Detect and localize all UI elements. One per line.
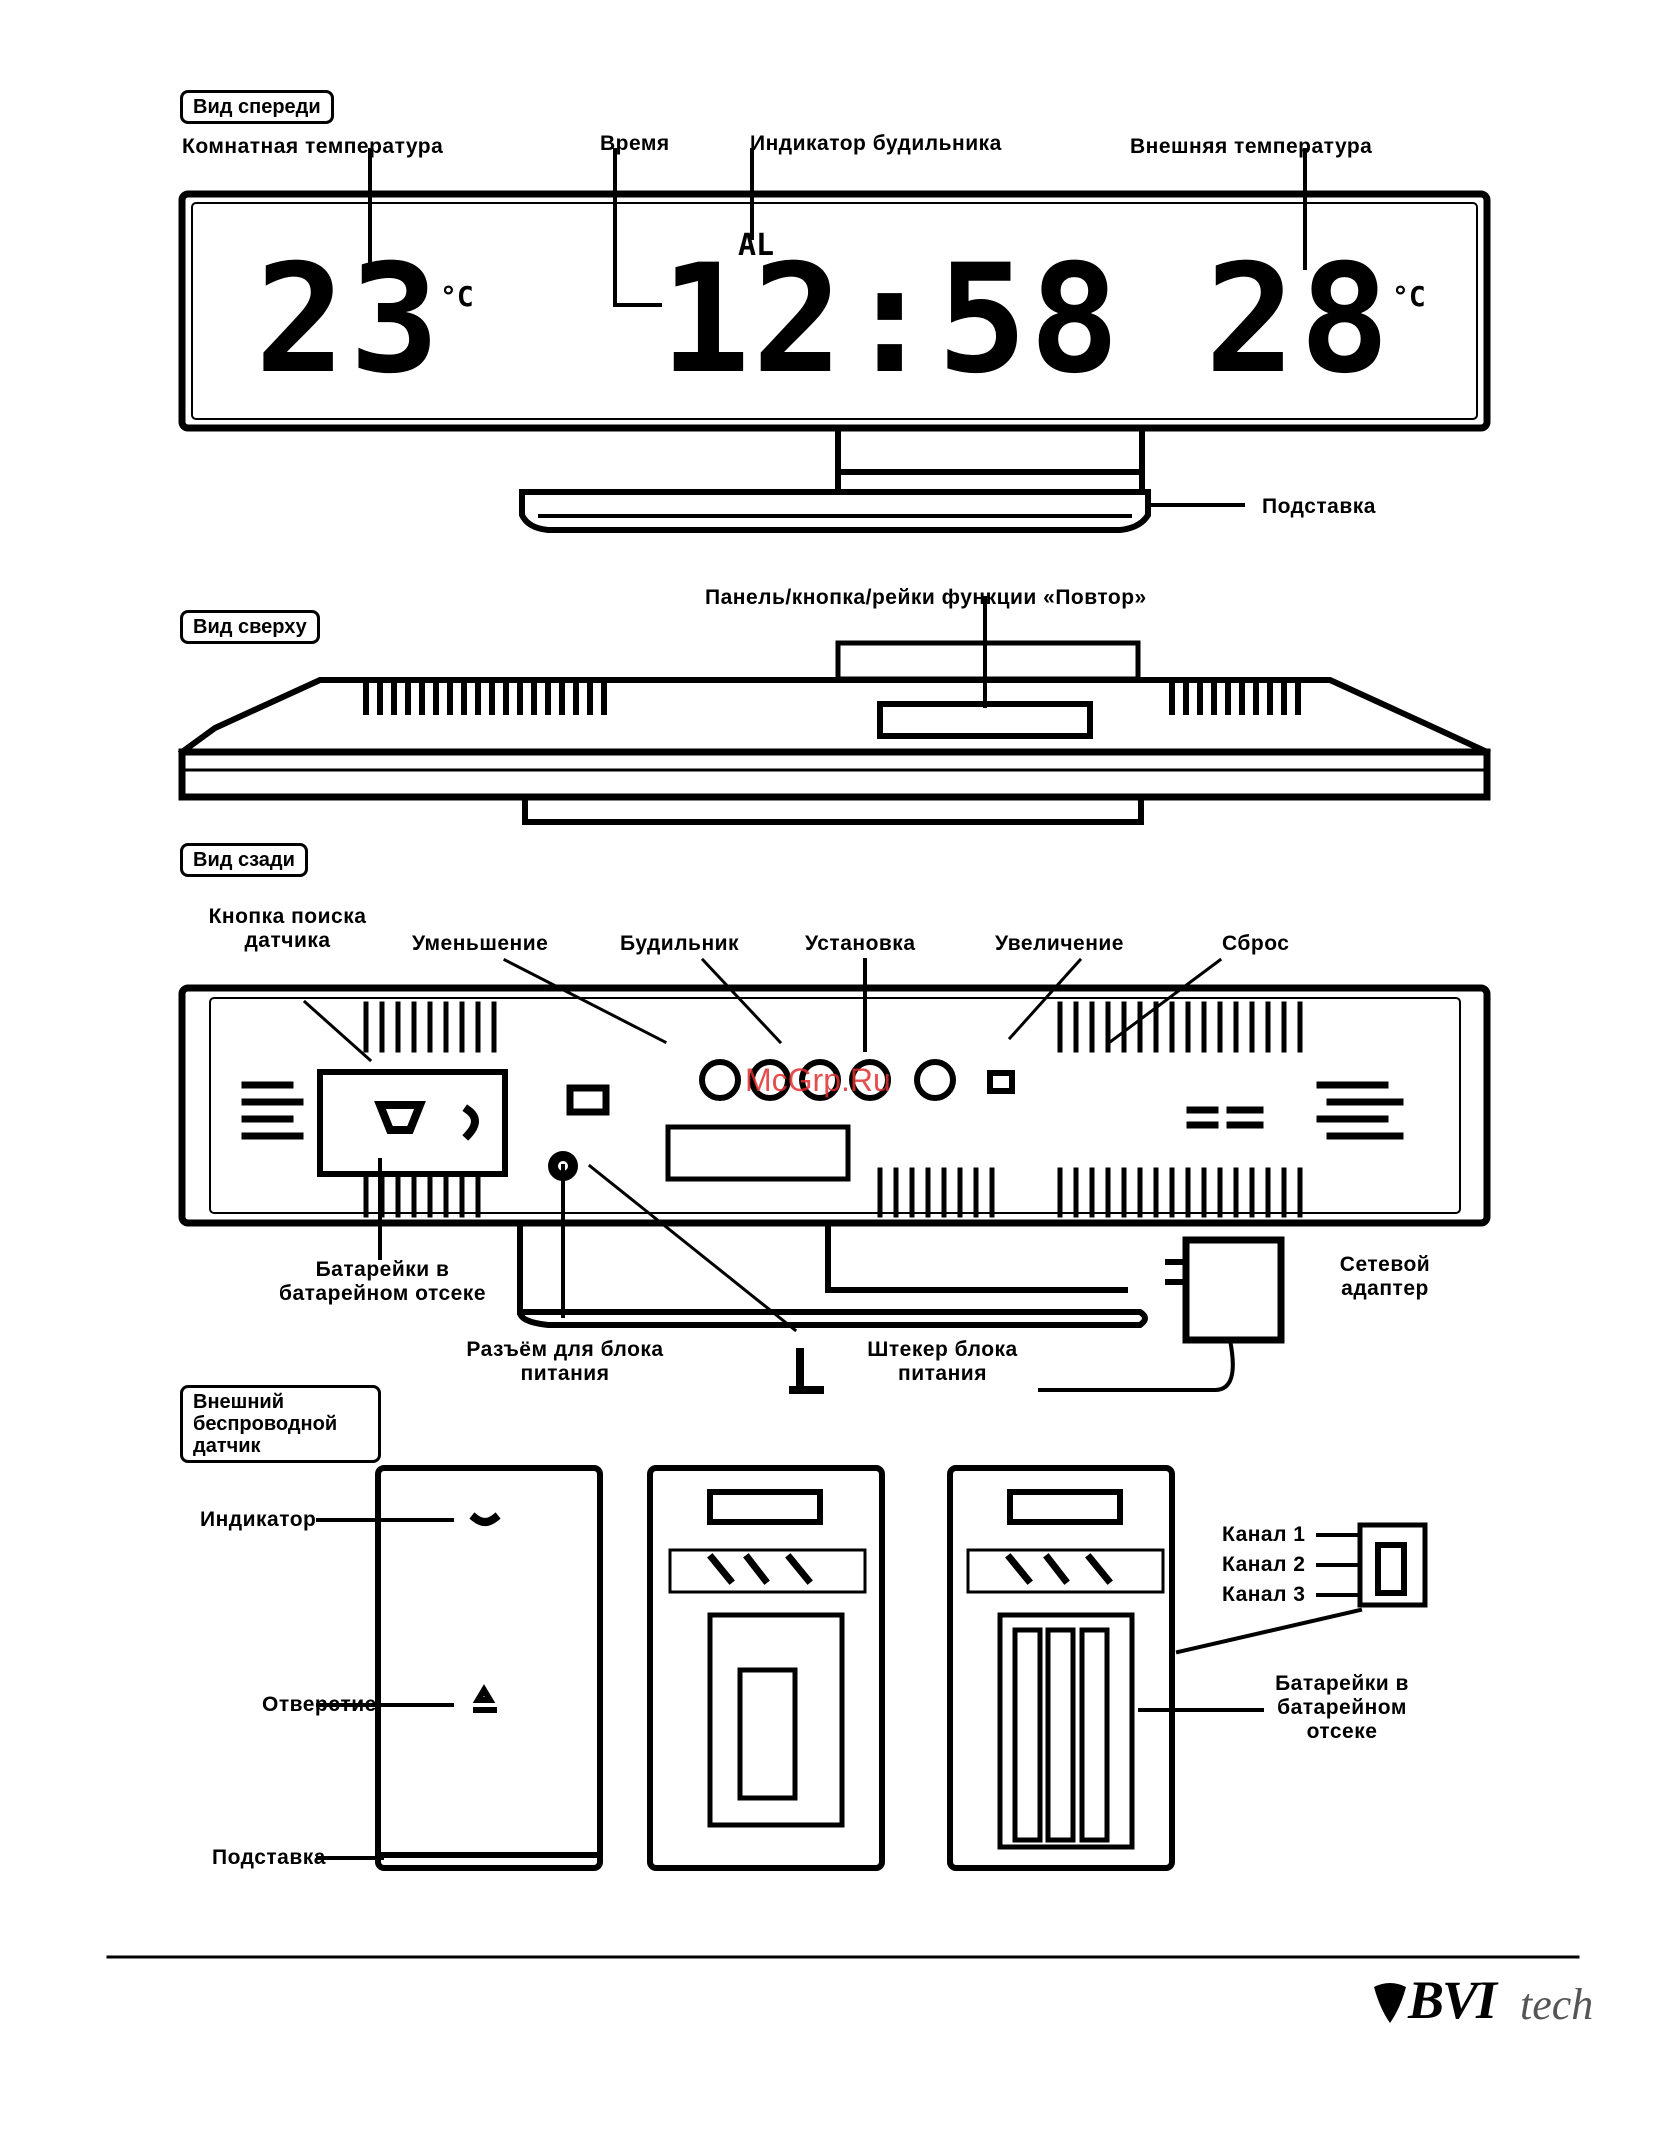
back-body (178, 984, 1491, 1227)
indoor-temp-value: 23 (255, 233, 444, 407)
label-battery-back: Батарейки в батарейном отсеке (279, 1258, 486, 1305)
logo-main-text: BVI (1408, 1970, 1497, 2030)
clock-time-value: 12:58 (660, 233, 1122, 407)
section-tag-front: Вид спереди (180, 90, 334, 124)
power-adapter (1182, 1236, 1285, 1344)
label-adapter: Сетевой адаптер (1339, 1253, 1431, 1300)
label-snooze: Панель/кнопка/рейки функции «Повтор» (705, 586, 1147, 609)
section-tag-back: Вид сзади (180, 843, 308, 877)
label-outdoor-temp: Внешняя температура (1130, 135, 1373, 158)
label-alarm-indicator: Индикатор будильника (750, 132, 1002, 155)
label-channel-2: Канал 2 (1222, 1553, 1306, 1576)
logo-sub-text: tech (1520, 1980, 1594, 2029)
front-stand-base (519, 489, 1151, 533)
front-display-body (178, 190, 1491, 432)
outdoor-temp-value: 28 (1205, 233, 1394, 407)
section-tag-top: Вид сверху (180, 610, 320, 644)
label-stand: Подставка (1262, 495, 1376, 518)
label-power-socket: Разъём для блока питания (466, 1338, 664, 1385)
label-channel-3: Канал 3 (1222, 1583, 1306, 1606)
label-adapter-plug: Штекер блока питания (867, 1338, 1018, 1385)
top-snooze-bar (877, 701, 1093, 739)
watermark: McGrp.Ru (745, 1062, 891, 1098)
label-time: Время (600, 132, 670, 155)
top-body (177, 677, 1491, 757)
indoor-temp-unit: °C (440, 280, 474, 313)
label-sensor-hole: Отверстие (262, 1693, 377, 1716)
label-minus: Уменьшение (412, 932, 549, 955)
label-alarm-button: Будильник (620, 932, 740, 955)
label-plus: Увеличение (995, 932, 1124, 955)
label-reset: Сброс (1222, 932, 1290, 955)
label-channel-1: Канал 1 (1222, 1523, 1306, 1546)
label-settings: Установка (805, 932, 916, 955)
label-sensor-indicator: Индикатор (200, 1508, 317, 1531)
label-sensor-stand: Подставка (212, 1846, 326, 1869)
alarm-indicator: AL (738, 228, 775, 263)
label-indoor-temp: Комнатная температура (182, 135, 444, 158)
outdoor-temp-unit: °C (1392, 280, 1426, 313)
label-sensor-search: Кнопка поиска датчика (208, 905, 367, 952)
leaf-icon (1374, 1983, 1406, 2023)
sensor-front (375, 1465, 603, 1871)
section-tag-sensor: Внешний беспроводной датчик (180, 1385, 381, 1463)
label-sensor-battery: Батарейки в батарейном отсеке (1275, 1672, 1409, 1743)
